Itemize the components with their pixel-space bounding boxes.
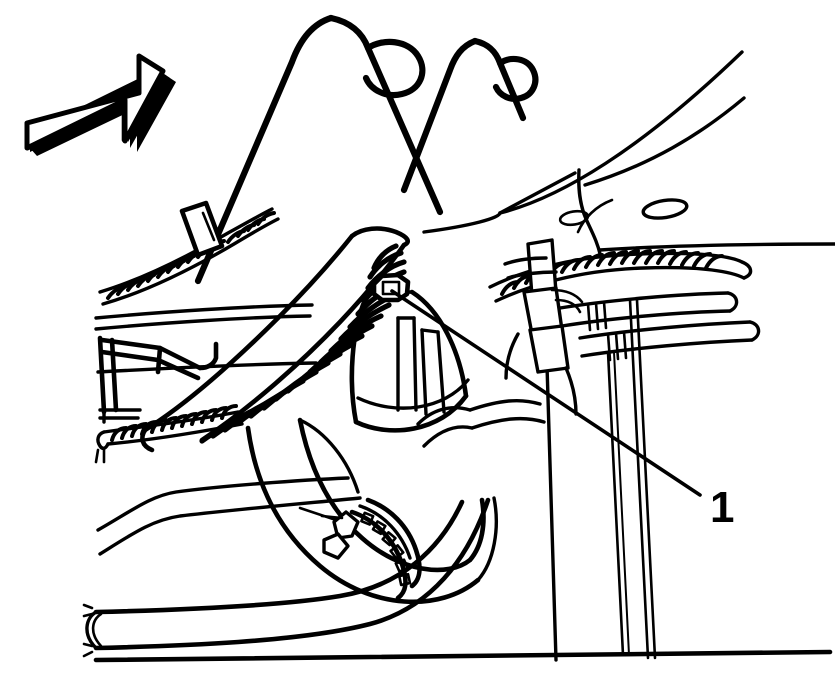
conduit-lower-ribs	[110, 404, 238, 442]
right-metal-tubes	[558, 291, 761, 362]
mounting-bracket	[94, 303, 318, 424]
harness-retainer-clip	[179, 200, 225, 258]
floor-edge-line	[93, 649, 833, 663]
body-panel	[422, 50, 835, 662]
corrugated-hose-sleeve	[140, 226, 410, 453]
wiring-harness-conduit-lower	[94, 404, 244, 464]
mid-left-tube	[96, 476, 362, 556]
direction-arrow-shadow	[29, 74, 176, 156]
right-small-hose	[416, 398, 546, 448]
direction-arrow-face	[24, 53, 166, 151]
lower-coolant-hose	[245, 417, 498, 605]
upper-coolant-pipe-large	[194, 14, 444, 285]
upper-small-connector	[576, 198, 614, 234]
vertical-rod	[606, 350, 630, 657]
hex-bolt-head	[371, 272, 411, 303]
harness-bracket-plate	[503, 238, 584, 416]
callout-1-leader	[390, 289, 702, 497]
lower-bypass-hose	[82, 497, 491, 658]
callout-label-1: 1	[710, 483, 734, 532]
panel-oval-hole-large	[641, 198, 689, 220]
upper-coolant-pipe-small	[400, 37, 539, 194]
